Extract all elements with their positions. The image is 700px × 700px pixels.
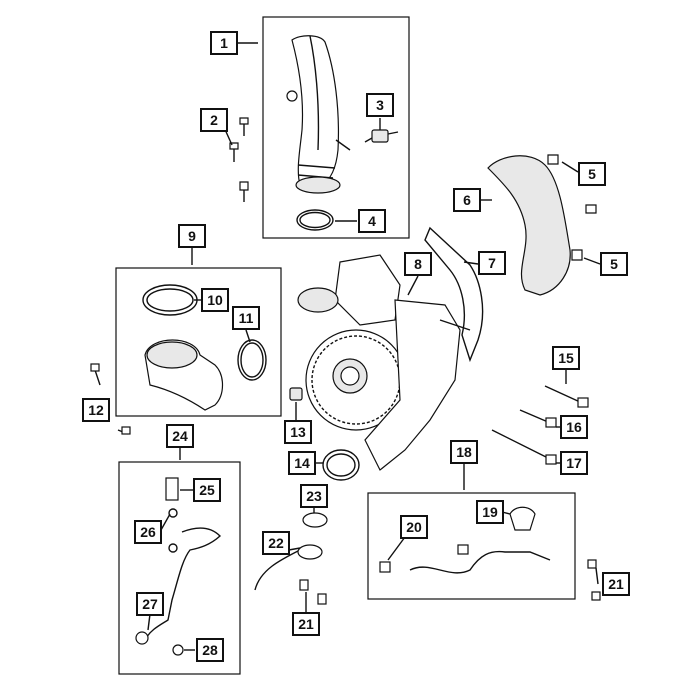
bolt-part-17: [491, 429, 557, 465]
callout-8: 8: [404, 252, 432, 276]
callout-13: 13: [284, 420, 312, 444]
intake-hose-part: [286, 35, 351, 194]
callout-10: 10: [201, 288, 229, 312]
sensor-part-3: [364, 129, 399, 143]
heat-shield-part-6: [487, 155, 571, 296]
callout-6: 6: [453, 188, 481, 212]
gasket-part-7: [424, 226, 484, 363]
callout-5-upper: 5: [578, 162, 606, 186]
bolt-part-5-upper: [547, 154, 559, 165]
group-box-9: [115, 267, 282, 417]
callout-20: 20: [400, 515, 428, 539]
oil-pipe-part-20: [409, 550, 551, 574]
oil-line-part-27: [144, 527, 222, 641]
callout-15: 15: [552, 346, 580, 370]
callout-21-right: 21: [602, 572, 630, 596]
callout-7: 7: [478, 251, 506, 275]
callout-12: 12: [82, 398, 110, 422]
bolt-part-16: [519, 409, 557, 428]
callout-22: 22: [262, 531, 290, 555]
callout-17: 17: [560, 451, 588, 475]
group-box-18: [367, 492, 576, 600]
callout-28: 28: [196, 638, 224, 662]
callout-21-left: 21: [292, 612, 320, 636]
group-box-1: [262, 16, 410, 239]
gasket-part-23: [302, 512, 328, 528]
callout-1: 1: [210, 31, 238, 55]
callout-14: 14: [288, 451, 316, 475]
callout-16: 16: [560, 415, 588, 439]
bolt-part-15: [544, 385, 589, 408]
group-box-24: [118, 461, 241, 675]
gasket-part-19: [509, 506, 536, 531]
bolt-part-5-lower: [571, 249, 583, 261]
bolt-part-12-a: [94, 369, 101, 386]
bolt-part-28: [172, 644, 184, 656]
callout-19: 19: [476, 500, 504, 524]
callout-27: 27: [136, 592, 164, 616]
bolt-part-21-left: [299, 579, 309, 591]
callout-25: 25: [193, 478, 221, 502]
washer-part-26: [168, 508, 178, 518]
o-ring-part-4: [296, 209, 334, 231]
turbocharger-part-8: [297, 254, 471, 471]
clamp-part-11: [237, 339, 267, 381]
callout-26: 26: [134, 520, 162, 544]
callout-23: 23: [300, 484, 328, 508]
callout-4: 4: [358, 209, 386, 233]
seal-ring-part-14: [322, 449, 360, 481]
callout-2: 2: [200, 108, 228, 132]
callout-24: 24: [166, 424, 194, 448]
bolts-part-2: [229, 117, 249, 202]
nut-part-13: [289, 387, 303, 401]
callout-3: 3: [366, 93, 394, 117]
bolt-part-25: [165, 477, 179, 501]
oil-tube-part-22: [254, 549, 301, 591]
callout-9: 9: [178, 224, 206, 248]
callout-18: 18: [450, 440, 478, 464]
callout-5-lower: 5: [600, 252, 628, 276]
bolt-part-21-right: [587, 559, 597, 569]
callout-11: 11: [232, 306, 260, 330]
